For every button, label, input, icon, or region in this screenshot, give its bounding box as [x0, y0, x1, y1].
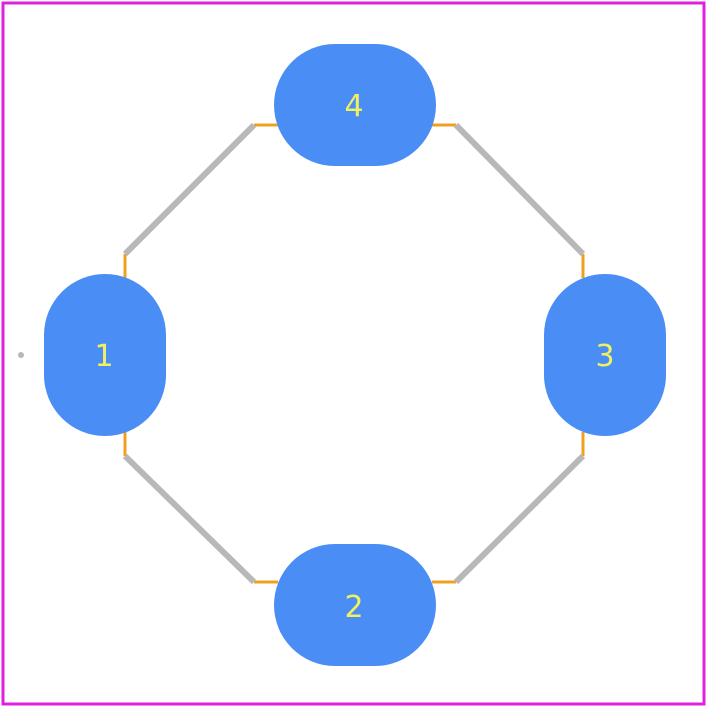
silkscreen-diagonal-top-right — [453, 122, 586, 257]
courtyard-lines — [123, 123, 585, 584]
silkscreen-diagonal-bottom-left — [122, 453, 257, 585]
pad-4 — [274, 44, 436, 166]
pad-label-1: 1 — [94, 339, 113, 374]
pads — [44, 44, 666, 666]
pad-label-2: 2 — [344, 590, 363, 625]
pad-1 — [44, 274, 166, 436]
pad-labels: 1 2 3 4 — [94, 89, 614, 625]
pad-2 — [274, 544, 436, 666]
pin1-marker-dot — [18, 352, 24, 358]
silkscreen-diagonal-top-left — [122, 122, 257, 257]
pad-3 — [544, 274, 666, 436]
pad-label-3: 3 — [595, 339, 614, 374]
pad-label-4: 4 — [344, 89, 363, 124]
silkscreen-lines — [122, 122, 586, 585]
silkscreen-diagonal-bottom-right — [453, 453, 586, 585]
